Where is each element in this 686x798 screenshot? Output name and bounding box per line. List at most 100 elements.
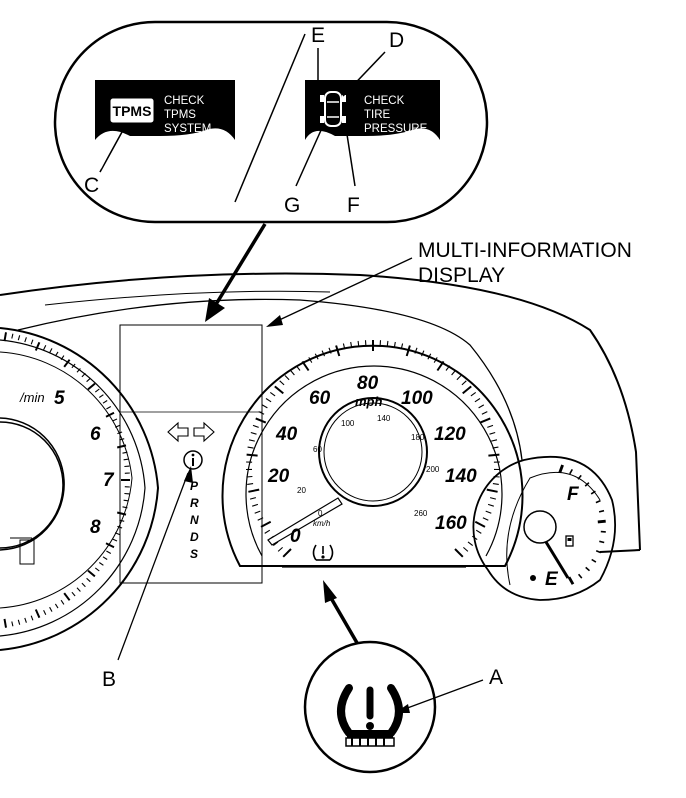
tick-mark: [117, 525, 123, 529]
tick-mark: [295, 365, 301, 371]
kmh-label-180: 180: [411, 433, 425, 442]
tick-mark: [357, 340, 360, 347]
tick-mark: [260, 520, 272, 528]
speedometer: 0 20 40 60 80 100 120 140 160 mph 0 20 6…: [221, 340, 524, 568]
kmh-label-0: 0: [318, 509, 323, 518]
kmh-label-200: 200: [426, 465, 440, 474]
tick-mark: [454, 548, 464, 558]
tick-mark: [105, 542, 115, 549]
car-top-view-icon: [320, 91, 346, 127]
tick-mark: [60, 599, 65, 605]
speedometer-needle: [267, 497, 343, 546]
tachometer-ticks: [3, 332, 130, 628]
mph-label-160: 160: [435, 513, 467, 534]
tick-mark: [474, 398, 481, 403]
tick-mark: [485, 510, 492, 514]
tick-mark: [569, 469, 573, 475]
tick-mark: [264, 529, 271, 534]
mph-label-40: 40: [275, 424, 298, 445]
tick-mark: [94, 567, 100, 572]
tick-mark: [114, 532, 120, 536]
tick-mark: [451, 370, 456, 376]
tick-mark: [106, 550, 112, 554]
fuel-gauge: F E: [472, 455, 617, 601]
tire-line-2: TIRE: [364, 109, 391, 121]
tick-mark: [94, 388, 100, 393]
kmh-label-260: 260: [414, 509, 428, 518]
tick-mark: [54, 603, 59, 609]
callout-g: G: [284, 194, 300, 217]
info-icon: [183, 450, 203, 470]
tire-line-1: CHECK: [364, 95, 405, 107]
tire-line-3: PRESSURE: [364, 123, 428, 135]
tick-mark: [3, 332, 7, 342]
mph-label-140: 140: [445, 466, 477, 487]
tick-mark: [112, 538, 118, 542]
tpms-line-1: CHECK: [164, 95, 205, 107]
tachometer: /min 5 6 7 8: [0, 327, 160, 651]
tick-mark: [277, 546, 283, 552]
mid-label-line-2: DISPLAY: [418, 264, 505, 287]
tick-mark: [106, 406, 112, 410]
cluster-housing: [0, 272, 641, 565]
tick-mark: [478, 404, 485, 409]
tick-mark: [105, 411, 115, 418]
tick-mark: [463, 546, 469, 552]
kmh-label-140: 140: [377, 414, 391, 423]
mid-leader: [266, 257, 413, 327]
fuel-ticks: [558, 464, 606, 585]
tick-mark: [98, 394, 104, 398]
tick-mark: [76, 587, 81, 592]
left-turn-arrow-icon: [167, 421, 189, 443]
tick-mark: [30, 339, 34, 345]
mph-label-20: 20: [267, 466, 290, 487]
tick-mark: [258, 411, 265, 415]
tick-mark: [590, 490, 596, 495]
tick-mark: [445, 365, 451, 371]
tick-mark: [405, 345, 411, 357]
tach-unit: /min: [19, 390, 45, 405]
tick-mark: [252, 503, 259, 507]
tick-mark: [116, 511, 127, 516]
tick-mark: [43, 344, 47, 350]
callout-e: E: [311, 24, 325, 47]
tick-mark: [427, 353, 432, 360]
tick-mark: [102, 400, 108, 404]
tick-mark: [567, 576, 575, 585]
mph-unit: mph: [355, 394, 383, 409]
tick-mark: [433, 357, 438, 363]
tick-mark: [328, 347, 332, 354]
callout-c: C: [84, 174, 99, 197]
fuel-empty-label: E: [545, 569, 559, 590]
tpms-system-panel: TPMS CHECK TPMS SYSTEM: [95, 80, 235, 140]
mph-label-0: 0: [290, 526, 301, 547]
tick-mark: [247, 446, 254, 449]
tach-label-5: 5: [54, 388, 65, 409]
tick-mark: [249, 497, 257, 500]
tick-mark: [282, 548, 292, 558]
tick-mark: [34, 341, 41, 351]
tick-mark: [274, 385, 284, 395]
multi-information-display: [119, 324, 263, 584]
tick-mark: [414, 347, 418, 354]
tick-mark: [248, 439, 255, 442]
tick-mark: [17, 335, 21, 341]
tick-mark: [250, 431, 257, 435]
gear-s: S: [190, 547, 198, 561]
tick-mark: [269, 391, 276, 397]
tick-mark: [492, 483, 499, 485]
tick-mark: [350, 341, 353, 348]
tpms-badge-box: [110, 98, 154, 123]
tick-mark: [265, 398, 272, 403]
tick-mark: [54, 351, 59, 357]
tick-mark: [470, 391, 477, 397]
tpms-line-3: SYSTEM: [164, 123, 211, 135]
tick-mark: [492, 446, 499, 449]
callout-b: B: [102, 668, 116, 691]
tick-mark: [119, 438, 125, 441]
tick-mark: [595, 499, 601, 504]
tick-mark: [114, 424, 120, 428]
tach-label-7: 7: [103, 470, 115, 491]
tick-mark: [117, 431, 123, 435]
turn-signal-indicators: [167, 421, 215, 443]
